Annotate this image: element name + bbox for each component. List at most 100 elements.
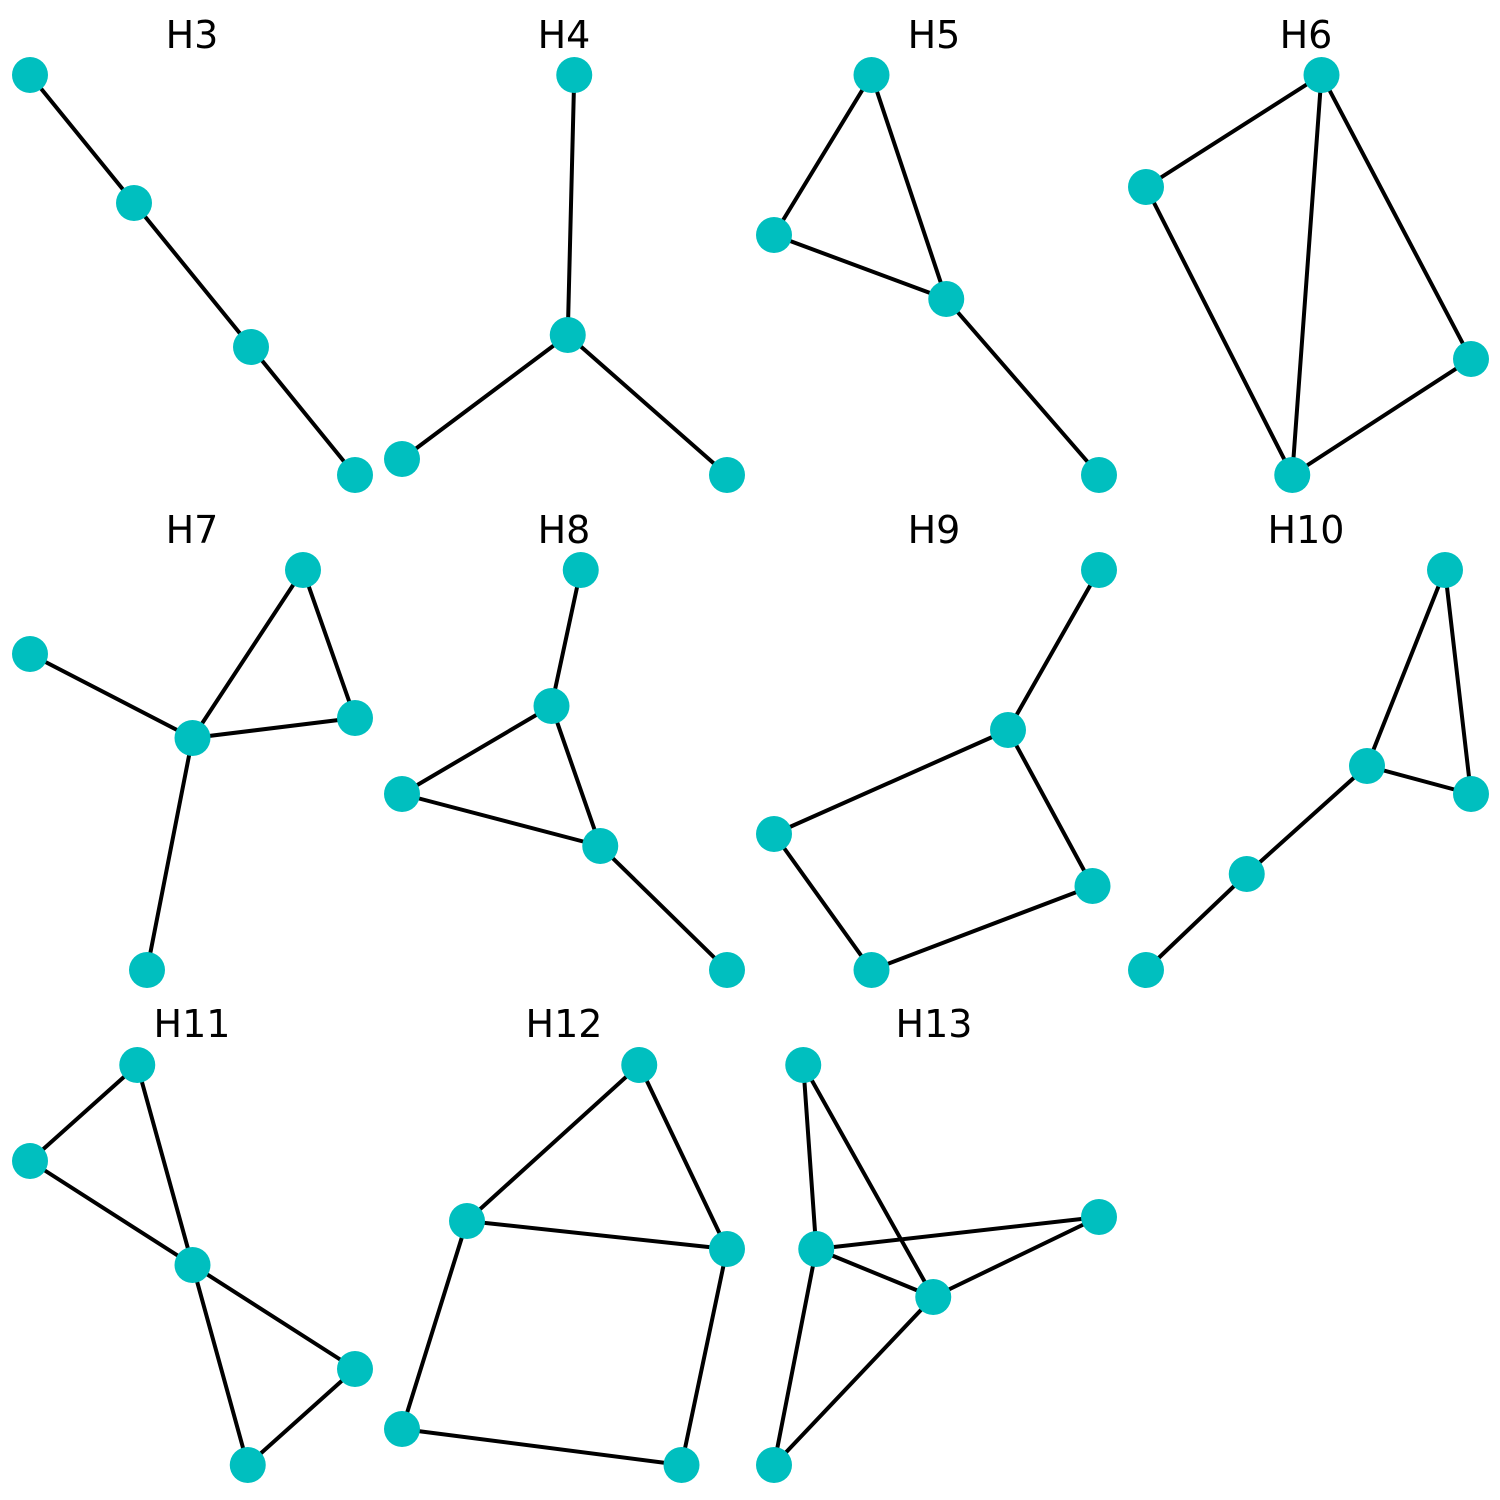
graph-edge-h11-n0-n2 bbox=[135, 1063, 195, 1267]
graph-node-h9-n3 bbox=[1074, 868, 1111, 904]
graph-edge-h8-n0-n1 bbox=[549, 568, 583, 708]
graph-node-h5-n1 bbox=[756, 217, 792, 253]
graph-edge-h13-n3-n4 bbox=[772, 1295, 936, 1467]
graph-edge-h12-n0-n1 bbox=[465, 1063, 642, 1223]
graph-node-h7-n0 bbox=[285, 552, 321, 588]
graph-edge-h13-n1-n3 bbox=[814, 1247, 936, 1299]
graph-node-h10-n3 bbox=[1228, 856, 1265, 892]
graph-edge-h12-n1-n2 bbox=[465, 1219, 729, 1251]
graph-edge-h9-n1-n2 bbox=[772, 728, 1010, 836]
graph-title-h3: H3 bbox=[166, 13, 219, 57]
graph-edge-h12-n0-n2 bbox=[637, 1063, 729, 1251]
graph-edge-h10-n3-n4 bbox=[1144, 872, 1249, 972]
graph-title-h5: H5 bbox=[908, 13, 961, 57]
graph-panel-h9: H9 bbox=[756, 508, 1117, 988]
graph-title-h9: H9 bbox=[908, 508, 961, 552]
graph-edge-h13-n1-n2 bbox=[814, 1215, 1101, 1251]
graph-node-h3-n0 bbox=[12, 57, 48, 93]
graph-node-h13-n3 bbox=[915, 1279, 952, 1315]
graph-edge-h11-n2-n4 bbox=[190, 1263, 250, 1467]
graph-edge-h9-n1-n3 bbox=[1006, 728, 1095, 888]
graph-node-h12-n2 bbox=[709, 1231, 745, 1267]
graph-edge-h7-n1-n2 bbox=[28, 652, 195, 740]
graph-node-h13-n0 bbox=[785, 1047, 822, 1083]
graph-edge-h9-n3-n4 bbox=[869, 884, 1095, 972]
graph-node-h7-n2 bbox=[174, 720, 211, 756]
graph-node-h8-n2 bbox=[384, 776, 420, 812]
graph-node-h10-n4 bbox=[1128, 952, 1164, 988]
graph-node-h4-n1 bbox=[549, 317, 586, 353]
graph-edge-h4-n1-n3 bbox=[565, 333, 729, 477]
graph-edge-h13-n2-n3 bbox=[931, 1215, 1101, 1299]
graph-edge-h4-n0-n1 bbox=[565, 73, 577, 337]
graph-edge-h6-n0-n2 bbox=[1290, 73, 1324, 477]
graph-node-h8-n0 bbox=[562, 552, 599, 588]
graph-panel-h8: H8 bbox=[384, 508, 745, 988]
graph-node-h12-n3 bbox=[384, 1411, 420, 1447]
graph-edge-h8-n3-n4 bbox=[598, 844, 729, 972]
graph-node-h11-n3 bbox=[337, 1351, 373, 1387]
graph-node-h10-n0 bbox=[1427, 552, 1463, 588]
graph-edge-h13-n0-n3 bbox=[801, 1063, 936, 1299]
graph-title-h13: H13 bbox=[896, 1002, 973, 1046]
graph-title-h7: H7 bbox=[166, 508, 219, 552]
graph-title-h12: H12 bbox=[526, 1002, 603, 1046]
graph-node-h4-n3 bbox=[709, 457, 745, 493]
graph-edge-h6-n3-n2 bbox=[1290, 357, 1473, 477]
graph-edge-h12-n2-n4 bbox=[679, 1247, 729, 1467]
graph-node-h3-n2 bbox=[233, 329, 269, 365]
graph-edge-h3-n1-n2 bbox=[132, 201, 253, 349]
graph-edge-h13-n1-n4 bbox=[772, 1247, 819, 1467]
graph-edge-h10-n1-n3 bbox=[1244, 764, 1369, 876]
graph-edge-h12-n1-n3 bbox=[400, 1219, 469, 1431]
graph-edge-h4-n1-n2 bbox=[400, 333, 570, 461]
graph-title-h8: H8 bbox=[538, 508, 591, 552]
graph-edge-h6-n0-n1 bbox=[1144, 73, 1324, 189]
graph-title-h4: H4 bbox=[538, 13, 591, 57]
graph-edge-h5-n1-n2 bbox=[772, 233, 949, 301]
graph-edge-h7-n2-n4 bbox=[145, 736, 195, 972]
graph-panel-h4: H4 bbox=[384, 13, 745, 493]
graph-title-h11: H11 bbox=[154, 1002, 231, 1046]
graph-edge-h10-n0-n1 bbox=[1365, 568, 1447, 768]
graph-node-h11-n4 bbox=[229, 1447, 266, 1483]
graph-node-h3-n3 bbox=[337, 457, 373, 493]
graph-node-h7-n1 bbox=[12, 636, 48, 672]
graph-node-h4-n2 bbox=[384, 441, 420, 477]
graph-node-h12-n1 bbox=[449, 1203, 485, 1239]
graph-node-h8-n3 bbox=[582, 828, 619, 864]
graph-panel-h6: H6 bbox=[1128, 13, 1489, 493]
graph-node-h5-n3 bbox=[1081, 457, 1117, 493]
graph-node-h6-n2 bbox=[1274, 457, 1311, 493]
graph-edge-h10-n0-n2 bbox=[1443, 568, 1473, 796]
graph-panel-h3: H3 bbox=[12, 13, 373, 493]
graph-node-h13-n2 bbox=[1081, 1199, 1117, 1235]
graph-node-h3-n1 bbox=[116, 185, 152, 221]
graph-panel-h12: H12 bbox=[384, 1002, 745, 1483]
graph-node-h7-n3 bbox=[337, 700, 373, 736]
graph-node-h5-n0 bbox=[853, 57, 890, 93]
graph-edge-h3-n0-n1 bbox=[28, 73, 136, 205]
graph-node-h5-n2 bbox=[928, 281, 965, 317]
graph-edge-h12-n3-n4 bbox=[400, 1427, 684, 1467]
graph-edge-h6-n0-n3 bbox=[1319, 73, 1473, 361]
graph-node-h6-n3 bbox=[1453, 341, 1489, 377]
graph-node-h9-n1 bbox=[990, 712, 1026, 748]
graph-edge-h9-n0-n1 bbox=[1006, 568, 1101, 732]
graph-edge-h7-n0-n3 bbox=[301, 568, 357, 720]
graph-edge-h7-n2-n3 bbox=[190, 716, 357, 740]
graph-node-h13-n1 bbox=[798, 1231, 835, 1267]
graph-node-h12-n4 bbox=[663, 1447, 700, 1483]
graph-node-h10-n2 bbox=[1453, 776, 1489, 812]
graph-node-h7-n4 bbox=[129, 952, 165, 988]
graph-edge-h13-n0-n1 bbox=[801, 1063, 819, 1251]
graph-edge-h5-n2-n3 bbox=[944, 297, 1101, 477]
graph-edge-h6-n1-n2 bbox=[1144, 185, 1295, 477]
graph-panel-h10: H10 bbox=[1128, 508, 1489, 988]
graph-edge-h11-n3-n4 bbox=[245, 1367, 357, 1467]
graph-panel-h7: H7 bbox=[12, 508, 373, 988]
graph-node-h4-n0 bbox=[556, 57, 593, 93]
graph-node-h6-n1 bbox=[1128, 169, 1164, 205]
graph-node-h8-n4 bbox=[709, 952, 745, 988]
